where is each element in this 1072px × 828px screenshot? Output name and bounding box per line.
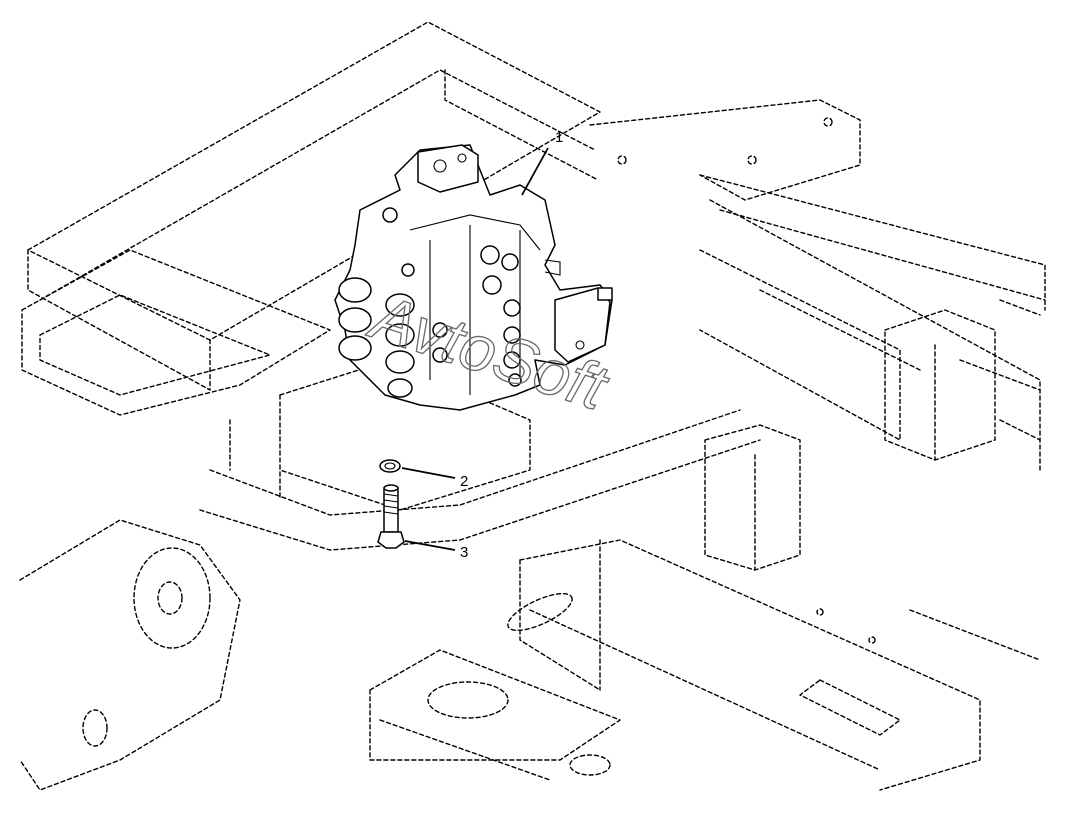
bolt — [377, 484, 405, 549]
leader-line-3 — [404, 540, 456, 551]
chassis-frame — [19, 21, 1046, 791]
control-valve-assembly — [334, 144, 613, 411]
valve-ports — [382, 207, 522, 387]
solenoid-coils — [338, 277, 415, 398]
lock-washer — [379, 459, 401, 473]
callout-2: 2 — [460, 473, 468, 490]
callout-3: 3 — [460, 544, 468, 561]
callouts: 1 2 3 — [401, 129, 563, 561]
leader-line-1 — [521, 147, 549, 196]
callout-1: 1 — [555, 129, 563, 146]
leader-line-2 — [401, 467, 456, 479]
